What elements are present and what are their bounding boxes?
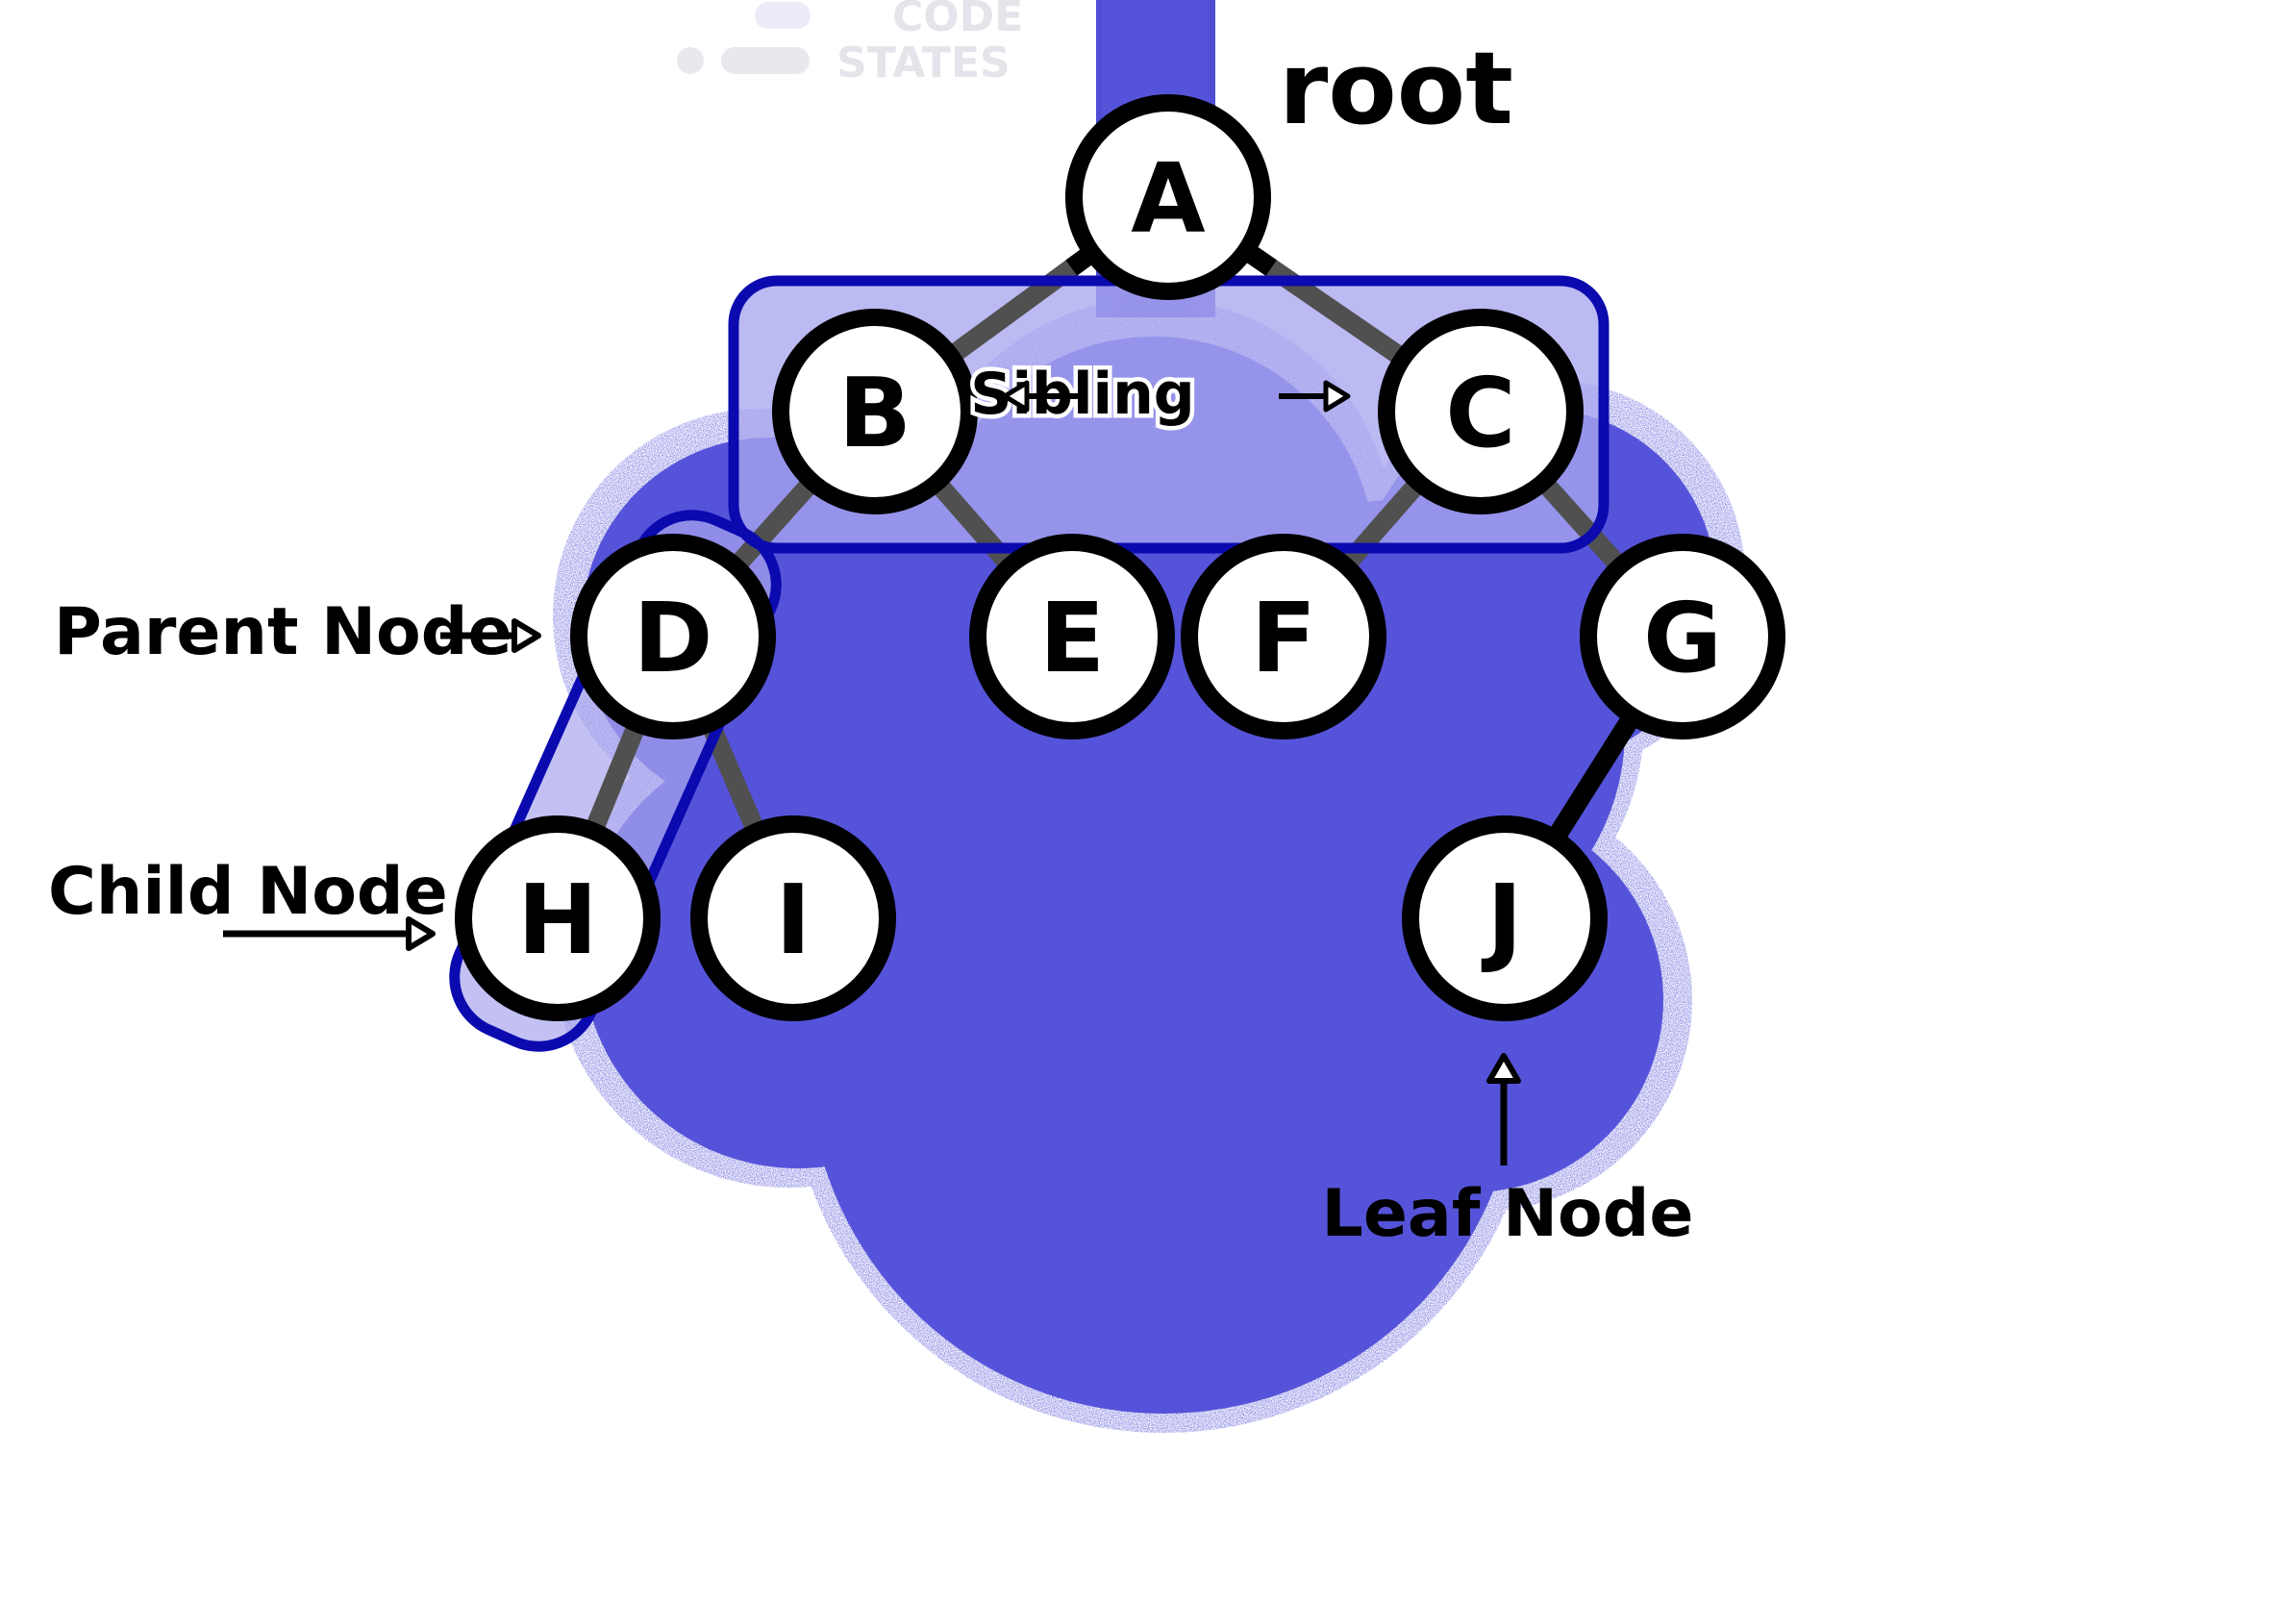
logo-mark-dot: [677, 47, 704, 74]
node-e: E: [969, 534, 1175, 739]
node-j-label: J: [1481, 864, 1522, 976]
node-a-label: A: [1131, 142, 1205, 255]
node-e-label: E: [1039, 582, 1105, 694]
sibling-annotation: Sibling: [966, 357, 1351, 433]
node-d-label: D: [633, 582, 712, 694]
node-d-circle: [570, 534, 776, 739]
node-i-label: I: [775, 864, 811, 976]
tree-nodes: A B C D E F G H I J: [455, 94, 1785, 1021]
node-f-label: F: [1251, 582, 1316, 694]
root-label: root: [1279, 30, 1513, 147]
node-g-label: G: [1643, 582, 1722, 694]
parent-node-label: Parent Node: [54, 594, 512, 670]
node-j-circle: [1402, 815, 1608, 1021]
parent-node-annotation: Parent Node: [54, 594, 541, 670]
child-node-annotation: Child Node: [48, 854, 448, 951]
node-f-circle: [1181, 534, 1386, 739]
node-c-label: C: [1445, 357, 1515, 469]
node-h-label: H: [517, 864, 598, 976]
codestates-logo: CODE STATES: [677, 0, 1023, 88]
child-arrow-head: [406, 916, 436, 951]
node-b-label: B: [838, 357, 911, 469]
child-node-label: Child Node: [48, 854, 448, 930]
logo-text-states: STATES: [836, 38, 1011, 88]
node-j: J: [1402, 815, 1608, 1021]
node-g-circle: [1580, 534, 1785, 739]
node-c-circle: [1378, 309, 1584, 514]
sibling-arrow-right-head: [1323, 380, 1351, 413]
logo-mark-bar: [721, 47, 810, 74]
node-h: H: [455, 815, 661, 1021]
leaf-arrow-head: [1486, 1053, 1521, 1084]
node-e-circle: [969, 534, 1175, 739]
logo-text-code: CODE: [892, 0, 1023, 41]
node-g: G: [1580, 534, 1785, 739]
node-d: D: [570, 534, 776, 739]
parent-child-group-outline: [449, 510, 782, 1052]
sibling-arrow-left-head: [1002, 380, 1030, 413]
leaf-node-label: Leaf Node: [1321, 1176, 1693, 1252]
node-a: A: [1065, 94, 1271, 300]
node-c: C: [1378, 309, 1584, 514]
parent-arrow-head: [512, 618, 541, 653]
node-i: I: [690, 815, 896, 1021]
node-b-circle: [772, 309, 978, 514]
leaf-node-annotation: Leaf Node: [1321, 1053, 1694, 1252]
node-i-circle: [690, 815, 896, 1021]
node-f: F: [1181, 534, 1386, 739]
logo-mark-top: [755, 2, 811, 29]
node-a-circle: [1065, 94, 1271, 300]
node-h-circle: [455, 815, 661, 1021]
node-b: B: [772, 309, 978, 514]
